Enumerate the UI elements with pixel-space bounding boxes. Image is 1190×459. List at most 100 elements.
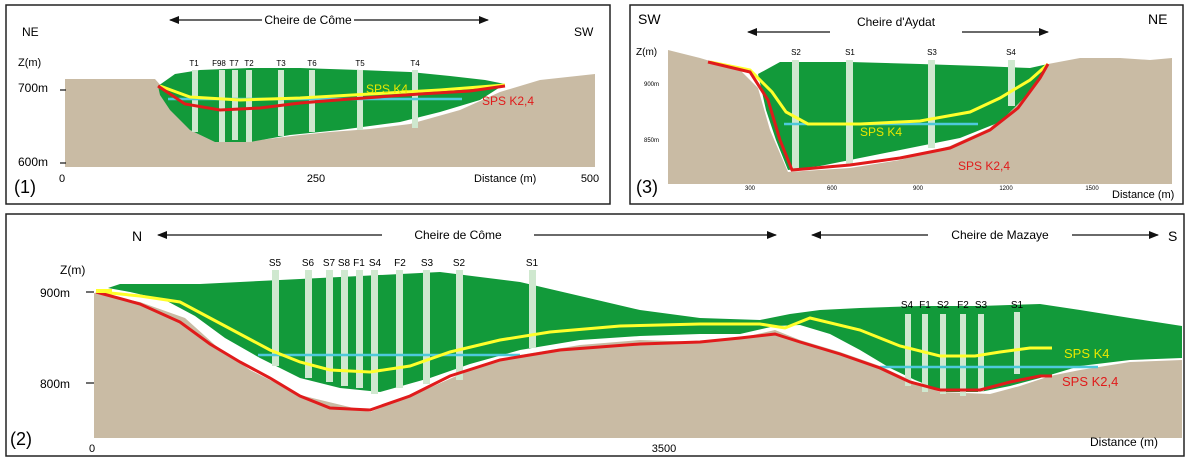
panel-3: SW NE Cheire d'Aydat Z(m) 900m 850m (3) … [629, 4, 1184, 205]
panel-2-index: (2) [10, 429, 32, 449]
panel-2-right-dir: S [1168, 228, 1177, 244]
panel-3-z-900: 900m [644, 82, 659, 88]
panel-3-boreholes [792, 60, 1015, 170]
panel-2-z-800: 800m [40, 377, 70, 391]
borehole [192, 70, 198, 132]
panel-1-x-label: Distance (m) [474, 173, 536, 185]
panel-2-boreholes-come [272, 270, 536, 394]
borehole [1008, 60, 1015, 106]
borehole [905, 314, 911, 386]
borehole [1014, 312, 1020, 374]
borehole-label: S4 [1006, 48, 1016, 57]
borehole-label: S4 [369, 258, 382, 269]
panel-3-z-label: Z(m) [636, 47, 657, 58]
borehole-label: F2 [394, 258, 406, 269]
borehole-label: F98 [212, 59, 226, 68]
panel-1-lava-fill [158, 68, 505, 142]
panel-2-flow-title-come: Cheire de Côme [414, 228, 502, 242]
panel-1-z-label: Z(m) [18, 57, 41, 69]
borehole [846, 60, 853, 164]
panel-2-hole-labels-mazaye: S4 F1 S2 F2 S3 S1 [901, 300, 1024, 311]
borehole-label: T7 [229, 59, 239, 68]
borehole [326, 270, 333, 382]
borehole-label: S3 [421, 258, 434, 269]
borehole-label: S4 [901, 300, 914, 311]
panel-2: N S Cheire de Côme Cheire de Mazaye Z(m)… [5, 213, 1185, 457]
borehole [396, 270, 403, 388]
panel-3-k24-label: SPS K2,4 [958, 159, 1010, 173]
borehole-label: T2 [244, 59, 254, 68]
borehole-label: T1 [189, 59, 199, 68]
panel-3-index: (3) [636, 177, 658, 197]
panel-2-k24-curve [95, 290, 1052, 412]
borehole [246, 70, 252, 142]
panel-3-ground [668, 50, 1172, 184]
panel-3-k24-curve [707, 60, 1050, 172]
panel-1-z-600: 600m [18, 155, 48, 169]
borehole-label: S7 [323, 258, 336, 269]
panel-1-k4-label: SPS K4 [366, 82, 408, 96]
panel-3-k4-label: SPS K4 [860, 125, 902, 139]
borehole [371, 270, 378, 394]
panel-3-xtick: 1200 [999, 186, 1013, 192]
panel-3-flow-title: Cheire d'Aydat [857, 15, 936, 29]
panel-3-left-dir: SW [638, 11, 661, 27]
panel-3-right-dir: NE [1148, 11, 1167, 27]
panel-1-xtick: 500 [581, 173, 599, 185]
borehole [928, 60, 935, 148]
borehole [356, 270, 363, 388]
panel-3-xtick: 300 [745, 186, 756, 192]
panel-2-xtick: 0 [89, 443, 95, 455]
borehole-label: T4 [410, 59, 420, 68]
borehole [232, 70, 238, 140]
panel-3-lava-fill [758, 62, 1048, 170]
panel-3-x-label: Distance (m) [1112, 189, 1174, 201]
panel-2-z-900: 900m [40, 286, 70, 300]
panel-2-left-dir: N [132, 228, 142, 244]
borehole [529, 270, 536, 348]
panel-1-k24-curve [157, 84, 506, 112]
borehole [978, 314, 984, 392]
borehole [792, 60, 799, 170]
panel-2-xtick: 3500 [652, 443, 676, 455]
borehole-label: S1 [845, 48, 855, 57]
panel-2-flow-title-mazaye: Cheire de Mazaye [951, 228, 1049, 242]
panel-1-left-dir: NE [22, 25, 39, 39]
borehole-label: S8 [338, 258, 351, 269]
panel-2-z-label: Z(m) [60, 263, 85, 277]
panel-3-xtick: 1500 [1085, 186, 1099, 192]
panel-1-z-700: 700m [18, 81, 48, 95]
borehole [305, 270, 312, 378]
borehole-label: S3 [927, 48, 937, 57]
borehole [278, 70, 284, 136]
panel-1: NE SW Cheire de Côme Z(m) 700m 600m (1) … [5, 4, 611, 205]
panel-3-xticks: 300 600 900 1200 1500 [745, 186, 1099, 192]
borehole [219, 70, 225, 142]
borehole-label: S5 [269, 258, 282, 269]
panel-3-z-850: 850m [644, 138, 659, 144]
panel-2-x-label: Distance (m) [1090, 435, 1158, 449]
borehole-label: S2 [453, 258, 466, 269]
borehole-label: T6 [307, 59, 317, 68]
panel-1-ground [65, 74, 595, 167]
panel-1-index: (1) [14, 177, 36, 197]
borehole [341, 270, 348, 386]
borehole-label: S2 [937, 300, 950, 311]
panel-1-right-dir: SW [574, 25, 594, 39]
borehole-label: S1 [1011, 300, 1024, 311]
panel-3-xtick: 900 [913, 186, 924, 192]
panel-2-ground [94, 293, 1182, 438]
panel-2-k4-label: SPS K4 [1064, 346, 1110, 361]
borehole [456, 270, 463, 380]
panel-1-hole-labels: T1 F98 T7 T2 T3 T6 T5 T4 [189, 59, 420, 68]
borehole-label: S1 [526, 258, 539, 269]
borehole-label: T5 [355, 59, 365, 68]
panel-1-k24-label: SPS K2,4 [482, 94, 534, 108]
borehole [423, 270, 430, 384]
panel-1-xtick: 0 [59, 173, 65, 185]
borehole-label: T3 [276, 59, 286, 68]
panel-3-k4-curve [709, 60, 1049, 126]
panel-3-xtick: 600 [827, 186, 838, 192]
borehole [272, 270, 279, 366]
